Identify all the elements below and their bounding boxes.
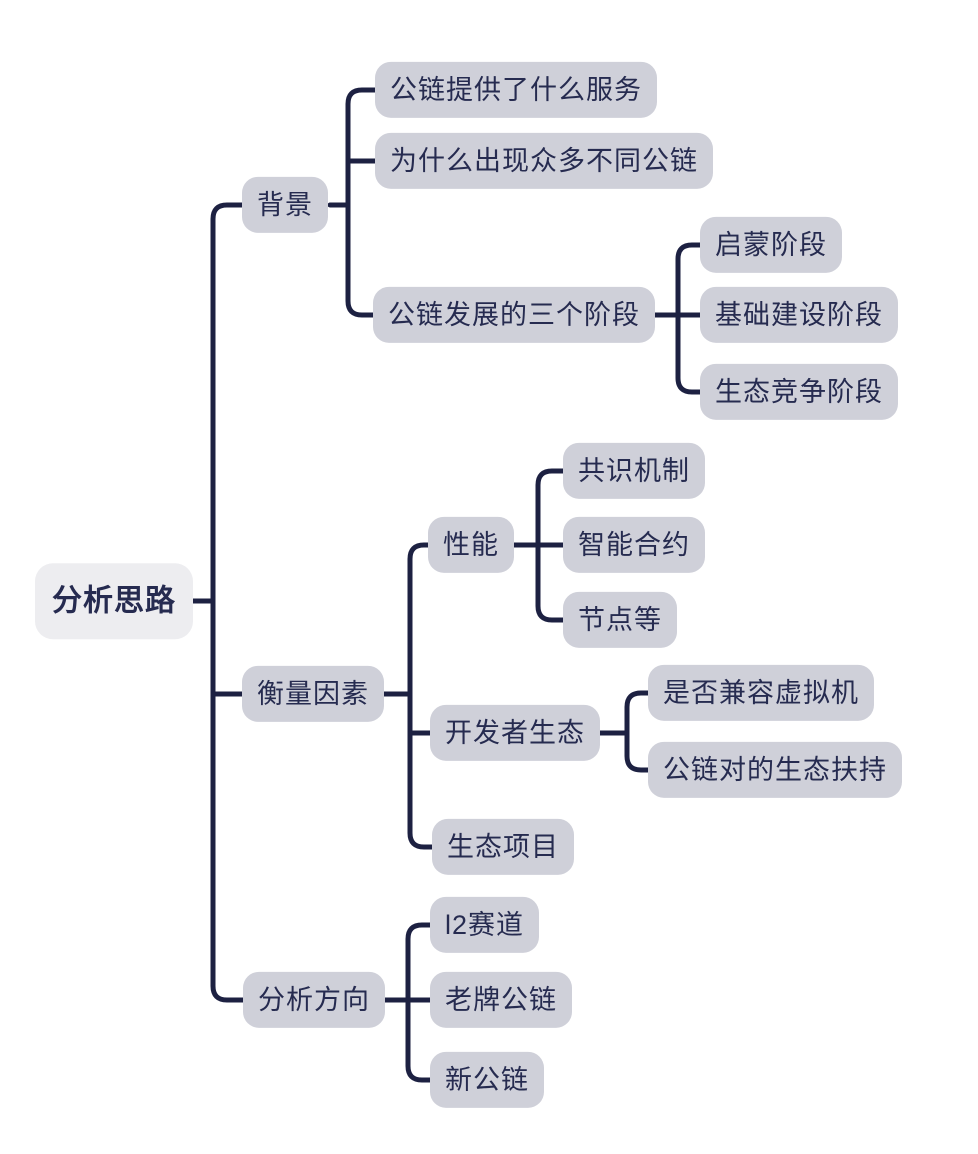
edge-stages-trunk [675, 242, 703, 395]
edge-factors-trunk [407, 542, 435, 850]
node-why-many-chains[interactable]: 为什么出现众多不同公链 [375, 132, 713, 190]
node-established-chains[interactable]: 老牌公链 [430, 971, 572, 1029]
node-l2-track[interactable]: l2赛道 [430, 896, 540, 954]
node-three-stages[interactable]: 公链发展的三个阶段 [373, 286, 655, 344]
node-what-services[interactable]: 公链提供了什么服务 [375, 61, 657, 119]
node-measurement-factors[interactable]: 衡量因素 [242, 665, 384, 723]
node-smart-contract[interactable]: 智能合约 [563, 516, 705, 574]
node-developer-ecosystem[interactable]: 开发者生态 [430, 704, 600, 762]
node-background[interactable]: 背景 [242, 176, 328, 234]
node-enlightenment-stage[interactable]: 启蒙阶段 [700, 216, 842, 274]
node-analysis-approach[interactable]: 分析思路 [35, 563, 193, 639]
node-performance[interactable]: 性能 [428, 516, 514, 574]
node-ecosystem-competition-stage[interactable]: 生态竞争阶段 [700, 363, 898, 421]
node-consensus-mechanism[interactable]: 共识机制 [563, 442, 705, 500]
node-new-chains[interactable]: 新公链 [430, 1051, 544, 1109]
node-analysis-directions[interactable]: 分析方向 [243, 971, 385, 1029]
node-ecosystem-support[interactable]: 公链对的生态扶持 [648, 741, 902, 799]
edge-background-trunk [345, 87, 378, 318]
edge-main-trunk [210, 202, 246, 1003]
edge-devecosystem-trunk [624, 690, 651, 773]
node-ecosystem-projects[interactable]: 生态项目 [432, 818, 574, 876]
node-infrastructure-stage[interactable]: 基础建设阶段 [700, 286, 898, 344]
node-vm-compatibility[interactable]: 是否兼容虚拟机 [648, 664, 874, 722]
node-nodes-etc[interactable]: 节点等 [563, 591, 677, 649]
